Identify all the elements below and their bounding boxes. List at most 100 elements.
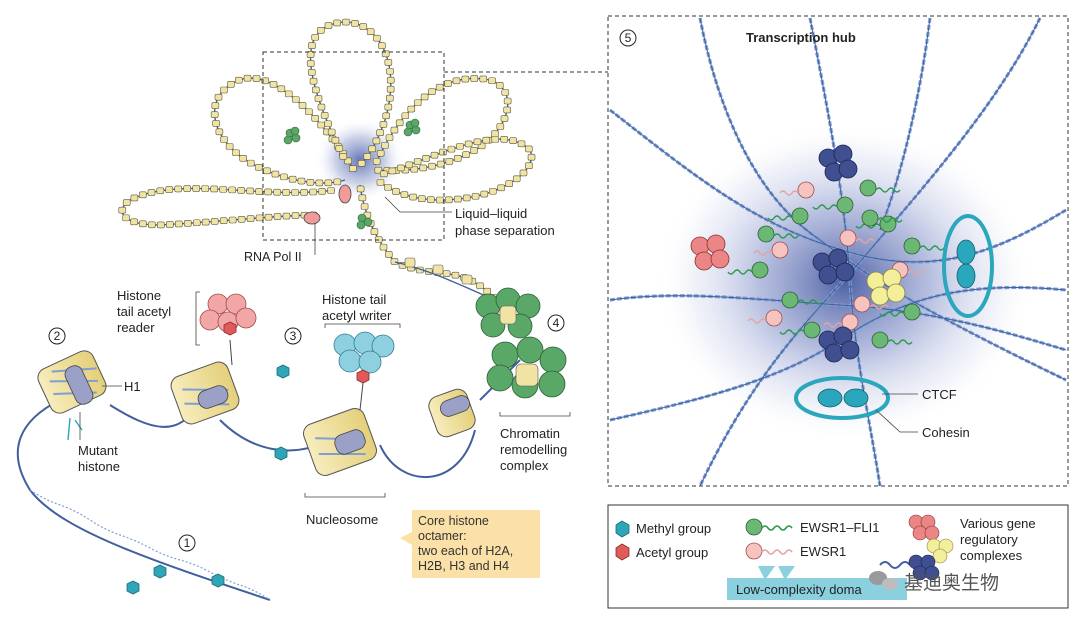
nucleosome-bead	[308, 42, 316, 49]
nucleosome-bead	[436, 196, 444, 204]
nucleosome-bead	[255, 188, 263, 195]
reader-label: tail acetyl	[117, 304, 171, 319]
nucleosome-bead	[489, 187, 497, 195]
nucleosome-bead	[447, 145, 456, 153]
nucleosome-bead	[439, 148, 447, 156]
ewsr1-fli1	[859, 179, 877, 197]
nucleosome-bead	[263, 167, 271, 175]
nucleosome-bead	[351, 20, 359, 27]
svg-text:5: 5	[625, 31, 632, 45]
nucleosome-bead	[376, 129, 384, 137]
nucleosome-bead	[473, 138, 482, 146]
ewsr1-tail	[753, 250, 773, 256]
cohesin-ring	[942, 214, 994, 318]
nucleosome-bead	[400, 191, 409, 198]
ewsr1-fli1-tail	[779, 329, 805, 335]
watermark-text: 基迪奥生物	[904, 572, 999, 594]
nucleosome-bead	[314, 95, 323, 102]
nucleosome-bead	[356, 185, 365, 193]
acetyl-reader	[199, 293, 257, 333]
svg-text:4: 4	[553, 316, 560, 330]
nucleosome-bead	[483, 287, 492, 295]
nucleosome-bead	[462, 194, 471, 202]
nucleosome-bead	[339, 153, 348, 160]
nucleosome-bead	[309, 77, 318, 85]
nucleosome-bead	[271, 170, 280, 178]
ewsr1-tail	[907, 270, 927, 276]
nucleosome-bead	[452, 77, 461, 85]
writer-label: Histone tail	[322, 292, 386, 307]
ewsr1-fli1	[903, 303, 921, 321]
nucleosome-bead	[210, 185, 218, 193]
nucleosome-bead	[305, 108, 313, 116]
nucleosome-bead	[320, 112, 329, 119]
nucleosome-2	[37, 350, 107, 441]
nucleosome-bead	[175, 220, 183, 228]
nucleosome-bead	[380, 170, 388, 178]
nucleosome-bead	[451, 271, 460, 279]
nucleosome-bead	[210, 111, 219, 118]
nucleosome-bead	[291, 212, 300, 219]
nucleosome-bead	[500, 115, 509, 122]
dna-helix	[29, 489, 271, 601]
nucleosome-bead	[333, 19, 341, 27]
ewsr1-tail	[779, 190, 799, 196]
nucleosome-bead	[480, 190, 489, 198]
ewsr1-fli1	[871, 331, 889, 349]
nucleosome-bead	[464, 140, 473, 148]
ewsr1-fli1-tail	[767, 215, 793, 221]
nucleosome-bead	[211, 102, 220, 109]
nucleosome-bead	[261, 77, 270, 85]
nucleosome-bead	[210, 218, 219, 225]
nucleosome-bead	[445, 158, 454, 165]
ewsr1-fli1	[757, 225, 775, 243]
nucleosome-bead	[139, 220, 147, 228]
wechat-icon	[882, 578, 898, 590]
legend-low-complexity: Low-complexity doma	[736, 582, 862, 597]
nucleosome-bead	[442, 270, 451, 277]
nucleosome-bead	[386, 94, 394, 102]
nucleosome-bead	[264, 188, 272, 196]
nucleosome-bead	[363, 153, 372, 160]
nucleosome-bead	[318, 188, 326, 195]
reader-label: reader	[117, 320, 155, 335]
nucleosome-bead	[156, 187, 165, 195]
ctcf	[956, 263, 976, 289]
ewsr1-fli1-tail	[919, 245, 945, 251]
nucleosome-right	[428, 388, 476, 438]
nucleosome-bead	[165, 186, 174, 193]
ewsr1	[853, 295, 871, 313]
nucleosome-bead	[284, 90, 293, 98]
nucleosome-bead	[461, 75, 470, 83]
various-complexes-icon	[879, 514, 954, 581]
nucleosome-bead	[500, 135, 509, 143]
nucleosome-bead	[368, 145, 376, 153]
nucleosome-bead	[282, 189, 290, 196]
nucleosome-bead	[427, 196, 435, 203]
ewsr1	[765, 309, 783, 327]
nucleosome-bead	[496, 123, 505, 130]
nucleosome-bead	[385, 134, 394, 141]
nucleosome-bead	[392, 188, 400, 195]
nucleosome-bead	[435, 83, 444, 91]
nucleosome-bead	[300, 189, 308, 196]
nucleosome-bead	[317, 27, 325, 34]
nucleosome-bead	[122, 214, 130, 222]
nucleosome-bead	[378, 42, 386, 49]
nucleosome-bead	[269, 81, 278, 88]
rna-pol-ii	[338, 184, 352, 204]
nucleosome-bead	[384, 103, 393, 111]
nucleosome-bead	[454, 195, 462, 203]
svg-text:3: 3	[290, 329, 297, 343]
remodeller-label: Chromatin	[500, 426, 560, 441]
nucleosome-bead	[413, 99, 422, 107]
nucleosome-bead	[419, 164, 427, 172]
core-histone-callout	[400, 510, 540, 578]
nucleosome-bead	[232, 149, 240, 157]
wechat-icon	[869, 571, 887, 585]
core-histone-text: octamer:	[418, 529, 467, 543]
llps-label: Liquid–liquid	[455, 206, 527, 221]
nucleosome-bead	[370, 228, 379, 235]
nucleosome-bead	[122, 199, 131, 206]
